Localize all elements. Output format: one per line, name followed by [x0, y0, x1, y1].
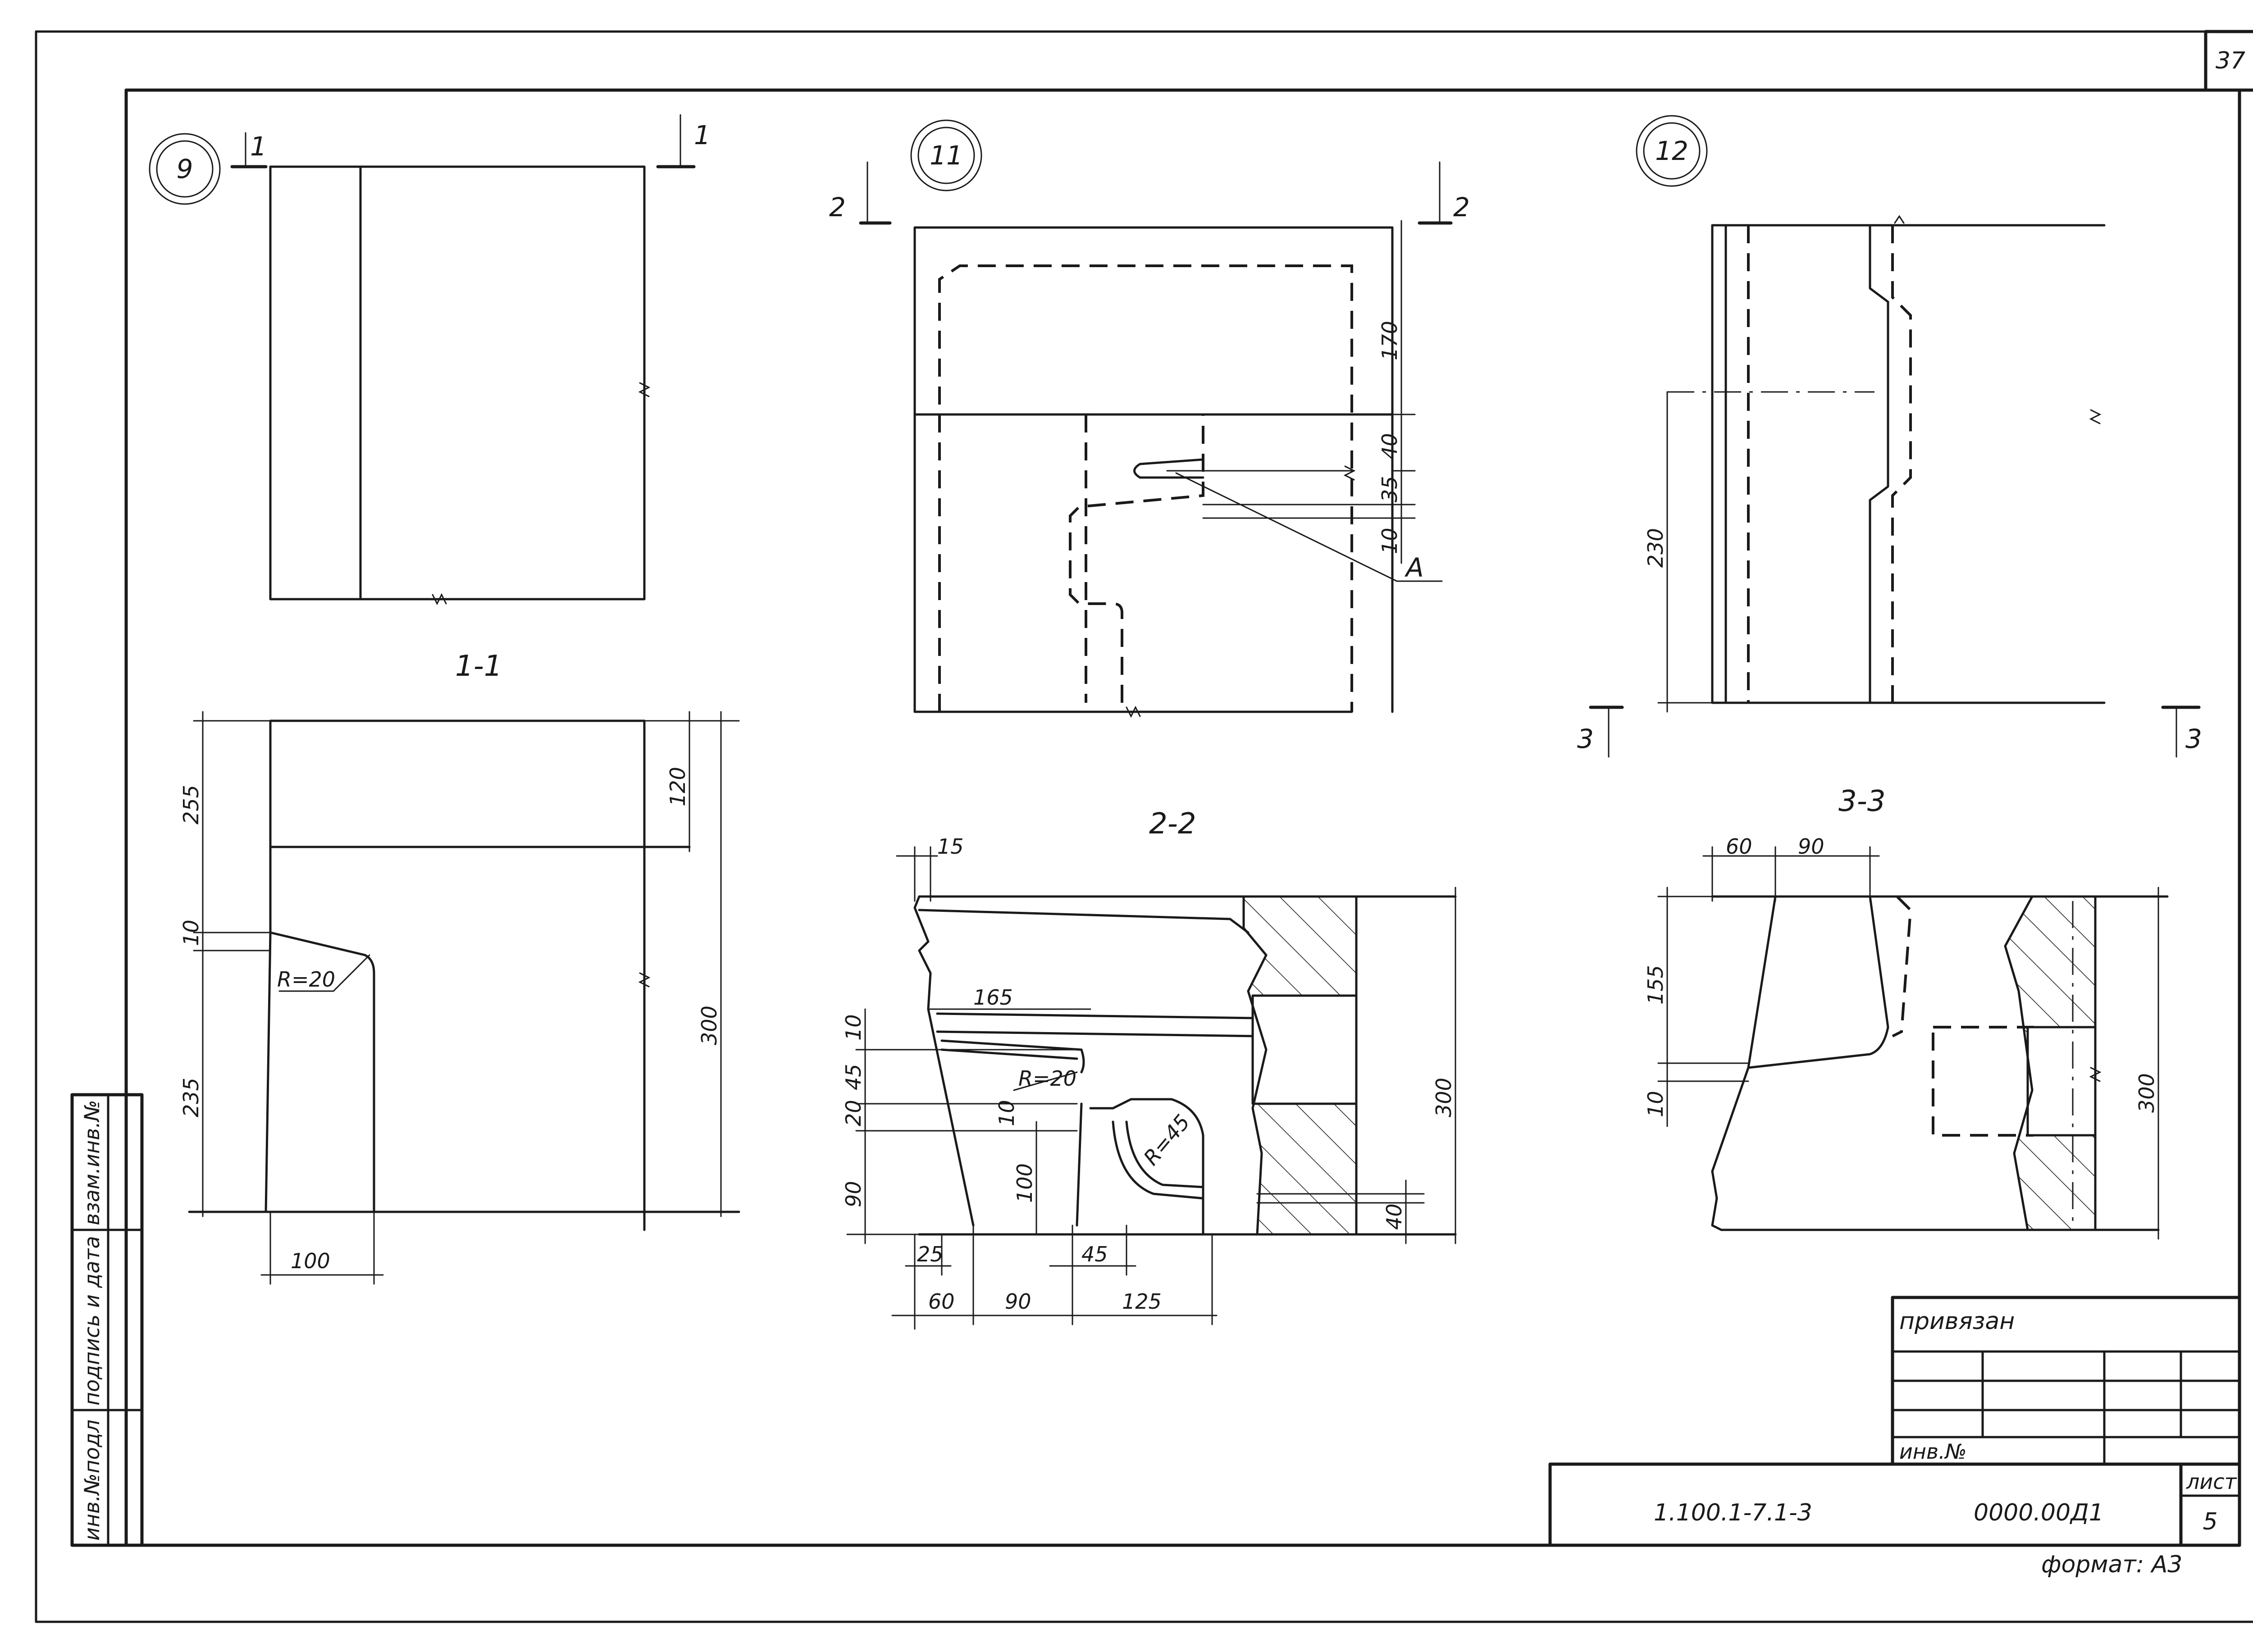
view-12: 12 230 3 3 3-3: [1577, 115, 2202, 818]
stamp-sign-date: подпись и дата: [80, 1236, 104, 1406]
view-9: 9 1 1 1-1: [149, 114, 711, 683]
dim-300-s22: 300: [1432, 1078, 1456, 1117]
dim-155: 155: [1643, 965, 1668, 1005]
section-1-1: 255 10 235 R=20 120 300 100: [179, 711, 740, 1285]
dim-255: 255: [179, 785, 203, 824]
dim-r20: R=20: [277, 967, 335, 992]
doc-code: 1.100.1-7.1-3: [1654, 1499, 1812, 1526]
dim-35: 35: [1377, 476, 1402, 502]
dim-45-s22b: 45: [1081, 1242, 1108, 1266]
section-title-3-3: 3-3: [1838, 785, 1886, 818]
page-number: 37: [2216, 47, 2245, 74]
dim-20: 20: [841, 1100, 866, 1126]
sheet-label: лист: [2186, 1470, 2237, 1494]
inv-no-label: инв.№: [1899, 1439, 1967, 1464]
dim-60-s33: 60: [1726, 834, 1752, 859]
dim-40-s22: 40: [1382, 1203, 1406, 1230]
section-2-2: 15 165 10 45 20 90 R=20 10 100 R=45 300 …: [841, 834, 1457, 1330]
dim-10-s22b: 10: [994, 1100, 1019, 1126]
view-11: 11 2 2 А 170 40 35 10 2-2: [829, 119, 1470, 841]
dim-25: 25: [917, 1242, 944, 1266]
cut-mark-3-right: 3: [2185, 724, 2202, 754]
dim-165: 165: [973, 985, 1013, 1010]
dim-120: 120: [666, 767, 690, 806]
marker-9: 9: [177, 154, 193, 184]
dim-r45: R=45: [1139, 1110, 1195, 1170]
dim-10-s22a: 10: [841, 1014, 866, 1041]
dim-60: 60: [928, 1289, 955, 1314]
sheet-number: 5: [2203, 1508, 2217, 1535]
section-3-3: 60 90 155 10 300: [1643, 834, 2169, 1240]
dim-125: 125: [1122, 1289, 1162, 1314]
cut-mark-1-right: 1: [694, 120, 711, 150]
dim-230: 230: [1643, 528, 1668, 568]
dim-170: 170: [1377, 321, 1402, 360]
doc-number: 0000.00Д1: [1974, 1499, 2104, 1526]
dim-90-s33: 90: [1798, 834, 1824, 859]
dim-300-s11: 300: [697, 1006, 721, 1045]
cut-mark-1-left: 1: [250, 131, 267, 162]
format-label: формат: А3: [2041, 1551, 2182, 1578]
section-title-1-1: 1-1: [455, 650, 502, 683]
leader-a: А: [1404, 552, 1424, 583]
section-title-2-2: 2-2: [1149, 807, 1196, 841]
dim-100-s22: 100: [1012, 1163, 1037, 1203]
dim-15: 15: [937, 834, 964, 859]
stamp-replaces: взам.инв.№: [80, 1100, 104, 1225]
dim-90-s22: 90: [1005, 1289, 1031, 1314]
dim-40: 40: [1377, 433, 1402, 460]
title-block: привязан инв.№ 1.100.1-7.1-3 0000.00Д1 л…: [1548, 1296, 2241, 1578]
cut-mark-2-left: 2: [829, 192, 846, 223]
dim-300-s33: 300: [2134, 1073, 2159, 1113]
dim-10: 10: [179, 919, 203, 946]
marker-12: 12: [1655, 136, 1688, 166]
linked-label: привязан: [1899, 1308, 2015, 1335]
dim-90: 90: [841, 1181, 866, 1207]
stamp-inv-orig: инв.№подл: [80, 1420, 104, 1541]
cut-mark-3-left: 3: [1577, 724, 1594, 754]
page-number-box: 37: [2204, 30, 2253, 92]
dim-235: 235: [179, 1078, 203, 1117]
sheet-frame: [35, 30, 2253, 1623]
dim-100: 100: [291, 1249, 330, 1273]
side-stamp: инв.№подл подпись и дата взам.инв.№: [70, 1093, 144, 1547]
cut-mark-2-right: 2: [1453, 192, 1470, 223]
dim-10-v11: 10: [1377, 528, 1402, 554]
dim-45: 45: [841, 1064, 866, 1090]
dim-10-s33: 10: [1643, 1091, 1668, 1117]
marker-11: 11: [930, 140, 963, 171]
